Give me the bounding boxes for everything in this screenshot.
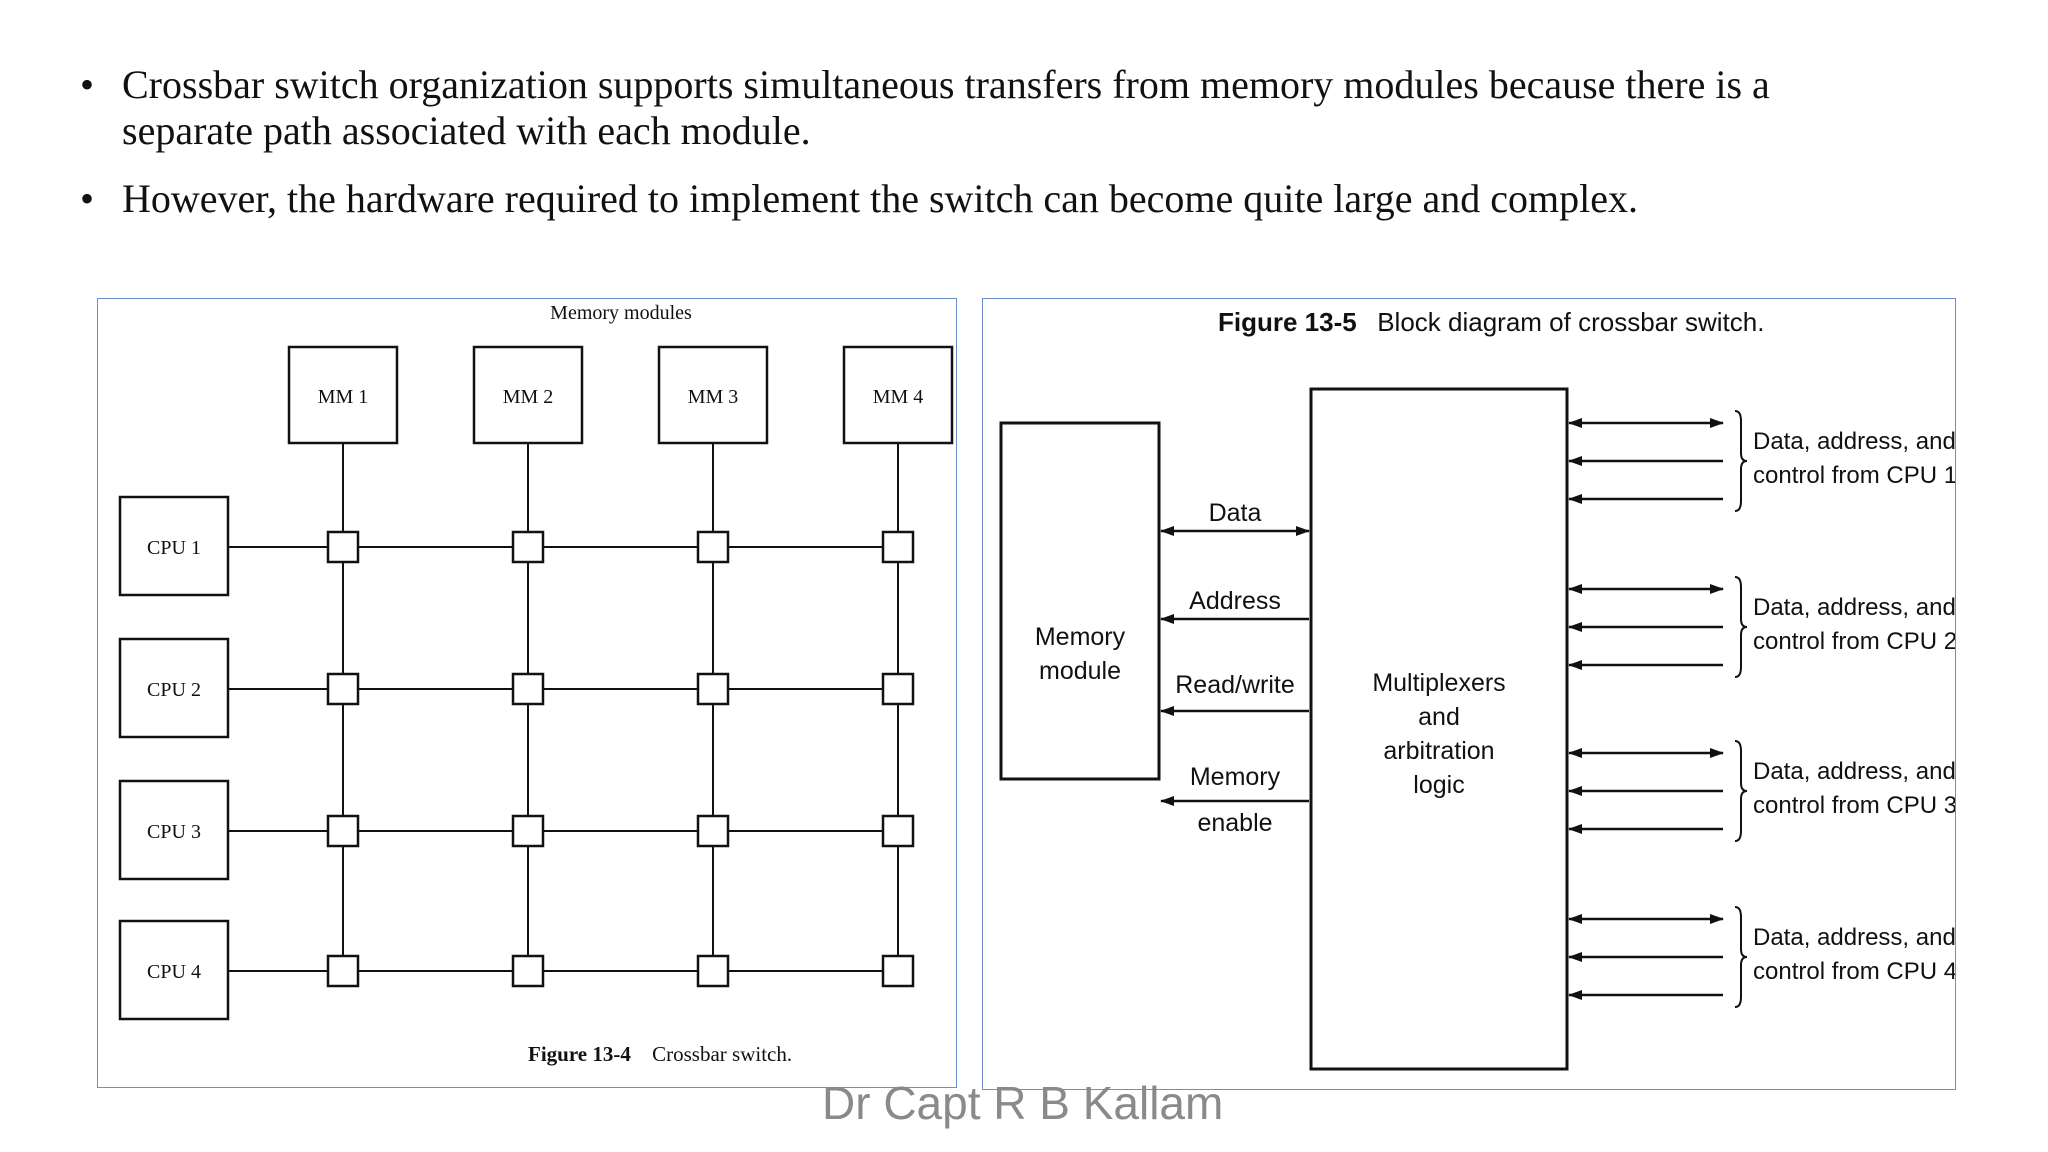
switch-point-4-4 [881, 954, 915, 988]
memory-module-group: MM 1 MM 2 MM 3 MM 4 [287, 345, 954, 445]
cpu-group-2: Data, address, and control from CPU 2 [1568, 576, 1955, 678]
switch-point-2-1 [326, 672, 360, 706]
switch-point-2-3 [696, 672, 730, 706]
memory-module-box [999, 421, 1161, 781]
bullet-text-2: However, the hardware required to implem… [122, 176, 1638, 221]
cpu-2-label-line1: Data, address, and [1753, 594, 1955, 621]
cpu-label-2: CPU 2 [147, 679, 201, 701]
switch-point-4-2 [511, 954, 545, 988]
read-write-signal-label: Read/write [1175, 671, 1295, 699]
bullet-text-1: Crossbar switch organization supports si… [122, 62, 1770, 153]
bullet-item-2: • However, the hardware required to impl… [80, 176, 1960, 222]
switch-point-3-2 [511, 814, 545, 848]
memory-module-label-3: MM 3 [688, 386, 739, 408]
switch-point-3-4 [881, 814, 915, 848]
bullet-list: • Crossbar switch organization supports … [80, 62, 1960, 244]
switch-point-3-1 [326, 814, 360, 848]
switch-point-3-3 [696, 814, 730, 848]
left-caption-text: Crossbar switch. [652, 1042, 792, 1066]
memory-module-label-line1: Memory [1035, 623, 1126, 651]
memory-module-label-1: MM 1 [318, 386, 369, 408]
cpu-label-3: CPU 3 [147, 821, 201, 843]
right-caption-number: Figure 13-5 [1218, 307, 1357, 337]
mux-label-line-3: arbitration [1383, 737, 1494, 765]
switch-point-1-3 [696, 530, 730, 564]
switch-point-1-4 [881, 530, 915, 564]
cpu-label-4: CPU 4 [147, 961, 201, 983]
mux-label-line-1: Multiplexers [1372, 669, 1505, 697]
cpu-group-1: Data, address, and control from CPU 1 [1568, 410, 1955, 512]
cpu-group-3: Data, address, and control from CPU 3 [1568, 740, 1955, 842]
switch-point-1-1 [326, 530, 360, 564]
bullet-dot: • [80, 176, 95, 221]
memory-module-label-2: MM 2 [503, 386, 554, 408]
author-watermark: Dr Capt R B Kallam [822, 1077, 1224, 1129]
cpu-4-brace [1734, 906, 1748, 1008]
crossbar-block-diagram-figure: Figure 13-5 Block diagram of crossbar sw… [982, 298, 1956, 1090]
cpu-1-label-line2: control from CPU 1 [1753, 462, 1955, 489]
bullet-dot: • [80, 62, 95, 107]
memory-module-label-4: MM 4 [873, 386, 924, 408]
cpu-1-label-line1: Data, address, and [1753, 428, 1955, 455]
multiplexer-label: Multiplexers and arbitration logic [1372, 669, 1505, 799]
cpu-4-label-line2: control from CPU 4 [1753, 958, 1955, 985]
memory-enable-label-line1: Memory [1190, 763, 1281, 791]
left-caption-number: Figure 13-4 [528, 1042, 631, 1066]
cpu-4-label-line1: Data, address, and [1753, 924, 1955, 951]
switch-point-4-1 [326, 954, 360, 988]
switch-point-1-2 [511, 530, 545, 564]
cpu-group: CPU 1 CPU 2 CPU 3 CPU 4 [118, 495, 230, 1021]
mux-label-line-2: and [1418, 703, 1460, 731]
data-signal-label: Data [1209, 499, 1262, 527]
block-diagram: Figure 13-5 Block diagram of crossbar sw… [999, 307, 1955, 1071]
cpu-label-1: CPU 1 [147, 537, 201, 559]
cpu-3-label-line2: control from CPU 3 [1753, 792, 1955, 819]
multiplexer-box [1309, 387, 1569, 1071]
mux-label-line-4: logic [1413, 771, 1464, 799]
memory-module-label-line2: module [1039, 657, 1121, 685]
cpu-3-label-line1: Data, address, and [1753, 758, 1955, 785]
switch-point-4-3 [696, 954, 730, 988]
crossbar-grid [228, 443, 915, 988]
switch-point-2-2 [511, 672, 545, 706]
right-figure-caption: Figure 13-5 Block diagram of crossbar sw… [1218, 307, 1764, 337]
left-figure-caption: Figure 13-4 Crossbar switch. [528, 1042, 792, 1066]
cpu-1-brace [1734, 410, 1748, 512]
cpu-2-brace [1734, 576, 1748, 678]
cpu-2-label-line2: control from CPU 2 [1753, 628, 1955, 655]
switch-point-2-4 [881, 672, 915, 706]
cpu-group-4: Data, address, and control from CPU 4 [1568, 906, 1955, 1008]
memory-enable-label-line2: enable [1197, 809, 1272, 837]
cpu-3-brace [1734, 740, 1748, 842]
right-caption-text: Block diagram of crossbar switch. [1377, 307, 1764, 337]
memory-modules-header: Memory modules [550, 302, 692, 324]
address-signal-label: Address [1189, 587, 1281, 615]
bullet-item-1: • Crossbar switch organization supports … [80, 62, 1960, 154]
